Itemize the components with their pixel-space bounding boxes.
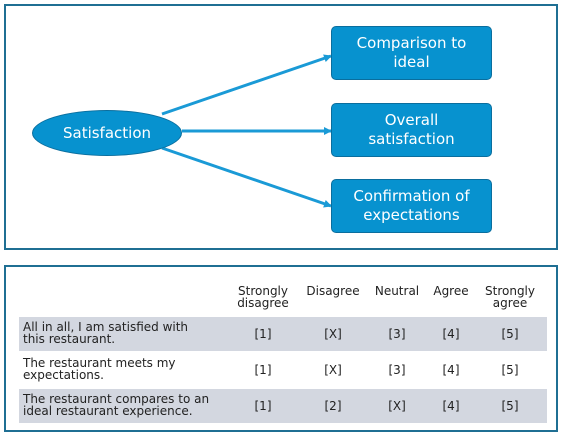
node-confirmation-label: Confirmation of expectations [353, 187, 470, 224]
survey-panel: Strongly disagree Disagree Neutral Agree… [4, 265, 558, 432]
diagram-arrows [161, 54, 332, 208]
node-comparison-to-ideal: Comparison to ideal [331, 26, 492, 80]
row-statement: All in all, I am satisfied with this res… [23, 320, 189, 346]
row-statement: The restaurant compares to an ideal rest… [23, 392, 210, 418]
node-comparison-label: Comparison to ideal [356, 34, 467, 71]
rating-cell: [1] [254, 363, 272, 377]
rating-cell: [5] [501, 399, 519, 413]
rating-cell: [X] [388, 399, 406, 413]
survey-row: The restaurant meets my expectations. [1… [19, 353, 547, 387]
rating-cell: [5] [501, 363, 519, 377]
rating-cell: [X] [324, 363, 342, 377]
rating-cell: [5] [501, 327, 519, 341]
column-header-agree: Agree [433, 284, 469, 298]
column-header-strongly-disagree: Strongly disagree [237, 284, 289, 310]
arrow-to-comparison [161, 54, 332, 116]
node-satisfaction-label: Satisfaction [62, 123, 152, 142]
rating-cell: [4] [442, 327, 460, 341]
column-header-disagree: Disagree [306, 284, 360, 298]
rating-cell: [2] [324, 399, 342, 413]
survey-row: The restaurant compares to an ideal rest… [19, 389, 547, 423]
column-header-neutral: Neutral [374, 284, 420, 298]
rating-cell: [X] [324, 327, 342, 341]
node-overall-label: Overall satisfaction [368, 111, 455, 148]
column-header-strongly-agree: Strongly agree [485, 284, 535, 310]
arrow-to-confirmation [161, 146, 332, 208]
rating-cell: [1] [254, 399, 272, 413]
node-confirmation-of-expectations: Confirmation of expectations [331, 179, 492, 233]
survey-row: All in all, I am satisfied with this res… [19, 317, 547, 351]
rating-cell: [4] [442, 363, 460, 377]
diagram-panel: Satisfaction Comparison to ideal Overall… [4, 4, 558, 250]
node-overall-satisfaction: Overall satisfaction [331, 103, 492, 157]
rating-cell: [1] [254, 327, 272, 341]
row-statement: The restaurant meets my expectations. [23, 356, 176, 382]
rating-cell: [3] [388, 363, 406, 377]
node-satisfaction: Satisfaction [32, 110, 182, 156]
rating-cell: [3] [388, 327, 406, 341]
rating-cell: [4] [442, 399, 460, 413]
